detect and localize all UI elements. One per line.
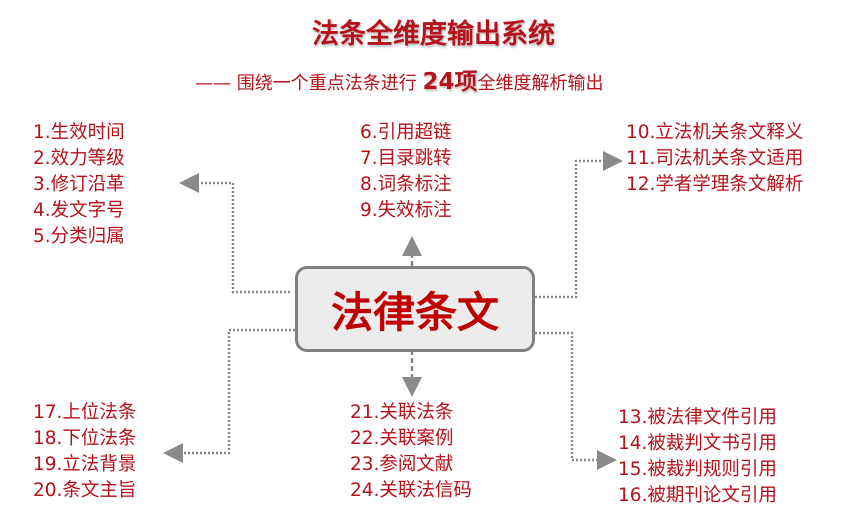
list-item: 10.立法机关条文释义 [626,122,804,143]
subtitle-suffix: 全维度解析输出 [477,73,604,94]
group-top: 6.引用超链 7.目录跳转 8.词条标注 9.失效标注 [360,120,452,224]
list-item: 8.词条标注 [360,174,452,195]
list-item: 18.下位法条 [33,428,137,449]
list-item: 3.修订沿革 [33,174,125,195]
list-item: 23.参阅文献 [350,454,454,475]
connector-bottom-left [163,328,295,463]
center-node: 法律条文 [295,266,535,352]
list-item: 2.效力等级 [33,148,125,169]
list-item: 22.关联案例 [350,428,454,449]
list-item: 14.被裁判文书引用 [618,433,777,454]
list-item: 13.被法律文件引用 [618,407,777,428]
group-top-right: 10.立法机关条文释义 11.司法机关条文适用 12.学者学理条文解析 [626,120,803,198]
list-item: 15.被裁判规则引用 [618,459,777,480]
group-bottom-left: 17.上位法条 18.下位法条 19.立法背景 20.条文主旨 [33,400,136,504]
list-item: 16.被期刊论文引用 [618,485,777,506]
list-item: 12.学者学理条文解析 [626,174,804,195]
list-item: 1.生效时间 [33,122,125,143]
list-item: 7.目录跳转 [360,148,452,169]
list-item: 21.关联法条 [350,402,454,423]
diagram-subtitle: —— 围绕一个重点法条进行 24项全维度解析输出 [195,62,603,96]
list-item: 4.发文字号 [33,200,125,221]
list-item: 9.失效标注 [360,200,452,221]
connector-bottom-right [531,331,617,470]
connector-top-left [179,173,290,294]
list-item: 11.司法机关条文适用 [626,148,804,169]
list-item: 19.立法背景 [33,454,137,475]
list-item: 6.引用超链 [360,122,452,143]
connector-top-right [531,151,623,299]
diagram-title: 法条全维度输出系统 [312,19,555,50]
subtitle-prefix: —— 围绕一个重点法条进行 [195,73,423,94]
subtitle-highlight: 24项 [422,69,478,95]
list-item: 20.条文主旨 [33,480,137,501]
list-item: 17.上位法条 [33,402,137,423]
group-bottom: 21.关联法条 22.关联案例 23.参阅文献 24.关联法信码 [350,400,472,504]
group-bottom-right: 13.被法律文件引用 14.被裁判文书引用 15.被裁判规则引用 16.被期刊论… [618,405,777,509]
list-item: 24.关联法信码 [350,480,472,501]
list-item: 5.分类归属 [33,226,125,247]
group-top-left: 1.生效时间 2.效力等级 3.修订沿革 4.发文字号 5.分类归属 [33,120,125,250]
